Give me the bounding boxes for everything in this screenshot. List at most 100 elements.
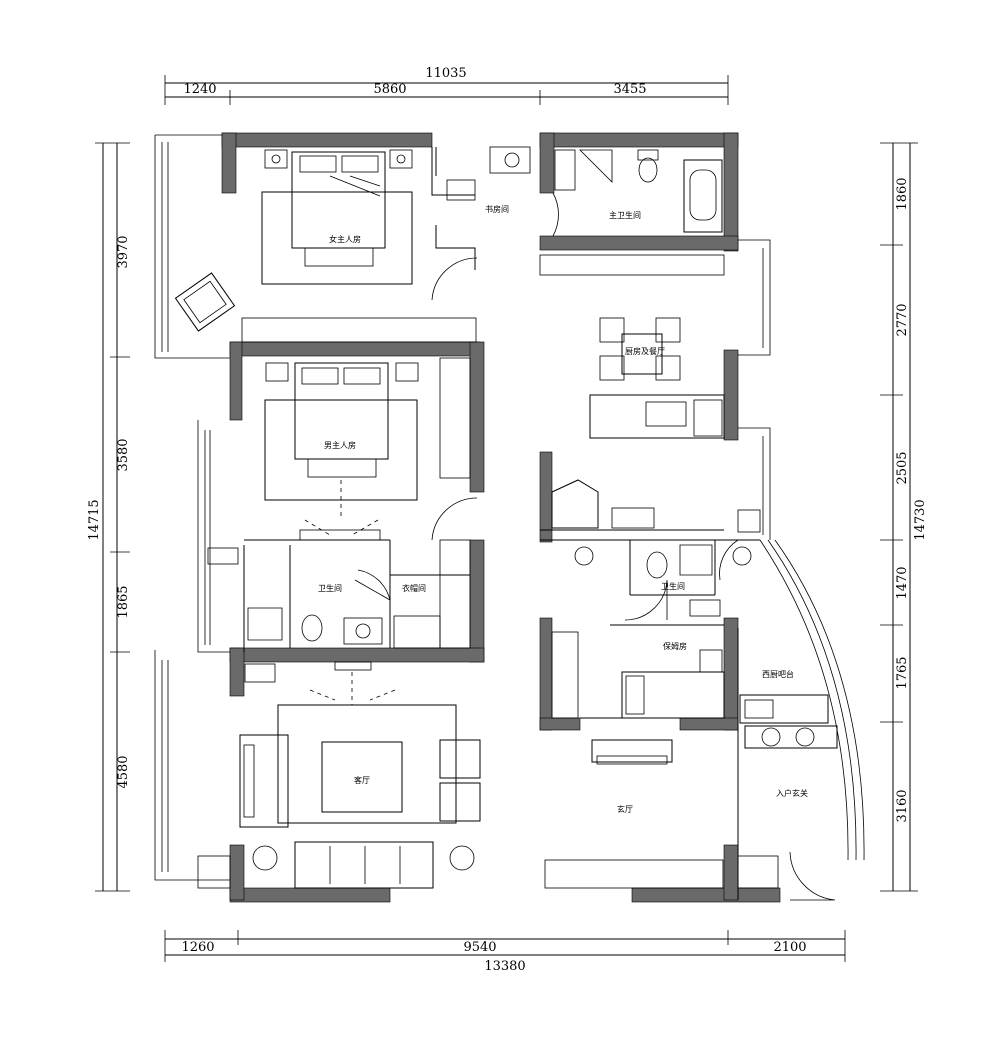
armchair — [239, 734, 289, 828]
wall — [221, 132, 237, 194]
curved-wall — [767, 539, 857, 861]
dim-left-seg-4: 4580 — [116, 755, 131, 788]
door-swing — [431, 257, 478, 301]
partitions — [243, 147, 760, 900]
label-nanny-room: 保姆房 — [663, 641, 687, 651]
room-labels: 女主人房 书房间 主卫生间 厨房及餐厅 男主人房 卫生间 衣帽间 客厅 卫生间 … — [318, 204, 808, 814]
pillow — [341, 155, 379, 173]
nightstand — [265, 362, 289, 382]
tv-cabinet — [299, 529, 381, 541]
toilet — [638, 157, 658, 183]
dim-left-seg-2: 3580 — [116, 438, 131, 471]
walls — [221, 132, 781, 903]
armrest — [243, 744, 255, 818]
wall — [229, 341, 481, 357]
toilet — [646, 551, 668, 579]
wardrobe — [439, 357, 471, 479]
dim-bottom-total: 13380 — [484, 959, 525, 974]
sink-icon — [574, 546, 594, 566]
cabinet — [539, 254, 725, 276]
wall — [723, 349, 739, 441]
dimension-top: 11035 1240 5860 3455 — [164, 66, 729, 105]
pillow — [343, 367, 381, 385]
toilet-tank — [637, 149, 659, 161]
bar-stool — [761, 727, 781, 747]
wall — [723, 617, 739, 731]
shower-tile — [554, 149, 576, 191]
wall — [229, 647, 485, 663]
wall — [539, 132, 555, 194]
side-table-lamp-icon — [449, 845, 475, 871]
wall — [469, 539, 485, 663]
label-second-bedroom: 男主人房 — [324, 440, 356, 450]
wall — [229, 887, 391, 903]
label-hall: 玄厅 — [617, 804, 633, 814]
cooktop — [611, 507, 655, 529]
shower — [579, 149, 613, 183]
dim-right-seg-4: 1470 — [895, 566, 910, 599]
sofa-cushions — [329, 846, 401, 884]
dim-top-seg-1: 1240 — [183, 82, 216, 97]
cabinet — [737, 509, 761, 533]
washbasin — [207, 547, 239, 565]
washbasin — [489, 146, 531, 174]
label-guest-bath: 卫生间 — [661, 581, 685, 591]
door-swing — [552, 192, 559, 237]
dim-bottom-seg-1: 1260 — [181, 940, 214, 955]
shower — [679, 544, 713, 576]
nightstand — [264, 149, 288, 169]
island-counter — [744, 725, 838, 749]
sink-icon — [504, 152, 520, 168]
door-swing — [624, 579, 668, 621]
bed — [291, 151, 386, 249]
shoe-cabinet — [737, 855, 779, 889]
dim-right-seg-2: 2770 — [895, 303, 910, 336]
bar-stool — [795, 727, 815, 747]
wall — [539, 717, 581, 731]
dining-chair — [599, 355, 625, 381]
label-master-bath: 主卫生间 — [609, 210, 641, 220]
window-lines — [154, 134, 771, 881]
armchair — [174, 272, 236, 332]
label-closet: 衣帽间 — [402, 583, 426, 593]
dimension-left: 14715 3970 3580 1865 4580 — [87, 142, 131, 892]
cabinet — [197, 855, 231, 889]
lamp-icon — [396, 154, 406, 164]
cabinets — [197, 254, 779, 889]
wall — [723, 844, 739, 901]
wall — [229, 341, 243, 421]
wall — [539, 617, 553, 731]
wall — [539, 235, 739, 251]
dim-right-total: 14730 — [913, 499, 928, 540]
label-kitchen: 西厨吧台 — [762, 669, 794, 679]
dim-right-seg-5: 1765 — [895, 656, 910, 689]
fridge — [551, 479, 599, 529]
kitchen-sink — [645, 401, 687, 427]
wall — [221, 132, 433, 148]
wall — [469, 341, 485, 493]
study-desk — [446, 179, 476, 201]
rug — [261, 191, 413, 285]
dining-chair — [599, 317, 625, 343]
label-entrance: 入户玄关 — [776, 788, 808, 798]
tv-view-lines — [304, 480, 379, 536]
tv-view-lines — [309, 672, 396, 705]
living-rug — [277, 704, 457, 824]
door-swing — [354, 569, 391, 601]
wall — [723, 132, 739, 252]
armchair — [439, 782, 481, 822]
nightstand — [395, 362, 419, 382]
wall — [631, 887, 781, 903]
dim-bottom-seg-2: 9540 — [463, 940, 496, 955]
dim-bottom-seg-3: 2100 — [773, 940, 806, 955]
dim-right-seg-3: 2505 — [895, 451, 910, 484]
rug — [264, 399, 418, 501]
washbasin — [343, 617, 383, 645]
wall — [539, 132, 739, 148]
dim-left-total: 14715 — [87, 499, 102, 540]
dim-left-seg-3: 1865 — [116, 585, 131, 618]
utility-tap — [689, 599, 721, 617]
bench — [304, 247, 374, 267]
dim-top-seg-2: 5860 — [373, 82, 406, 97]
